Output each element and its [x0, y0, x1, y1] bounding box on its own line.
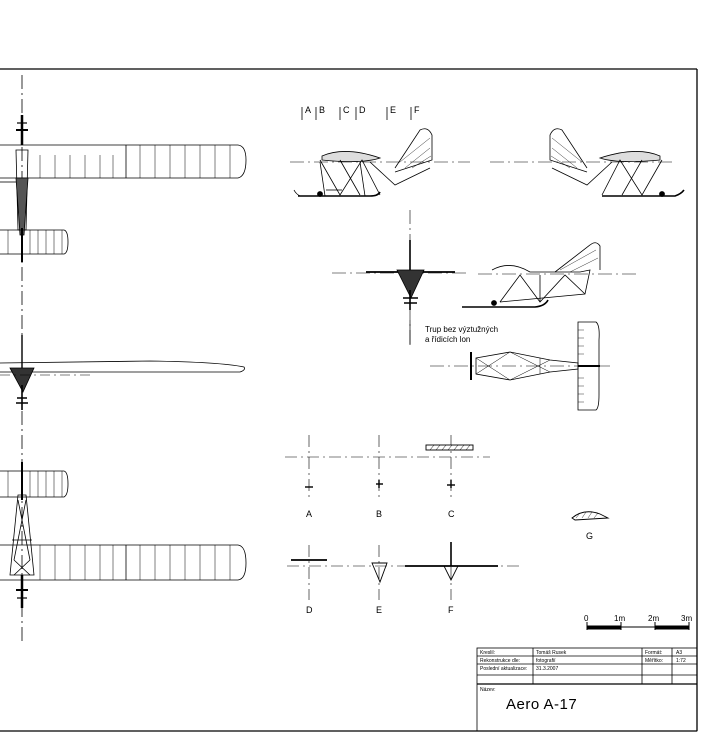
section-label-g: G	[586, 531, 594, 541]
scale-bar	[586, 622, 690, 630]
note-line-1: Trup bez výztužných	[425, 325, 499, 334]
fuselage-side-view	[462, 242, 640, 308]
note-line-2: a řídicích lon	[425, 335, 471, 344]
side-view-right-facing	[490, 128, 685, 197]
tb-drew-value: Tomáš Rusek	[536, 650, 567, 656]
section-label-e: E	[376, 605, 383, 615]
front-view-left	[0, 335, 245, 410]
section-mark-f: F	[414, 105, 420, 115]
scale-tick-2m: 2m	[648, 614, 660, 623]
sheet-border	[0, 68, 698, 732]
tb-scale-value: 1:72	[676, 658, 686, 664]
tb-format-label: Formát:	[645, 650, 663, 656]
section-shapes	[291, 444, 610, 584]
tb-updated-value: 31.3.2007	[536, 666, 559, 672]
title-block-grid	[476, 647, 698, 732]
section-mark-e: E	[390, 105, 397, 115]
drawing-title: Aero A-17	[506, 696, 578, 713]
section-label-a: A	[306, 509, 313, 519]
section-label-b: B	[376, 509, 383, 519]
bottom-view-lower	[0, 462, 247, 608]
section-label-c: C	[448, 509, 455, 519]
tb-drew-label: Kreslil:	[480, 650, 496, 656]
scale-tick-1m: 1m	[614, 614, 626, 623]
fuselage-top-view	[430, 321, 610, 411]
tb-format-value: A3	[676, 650, 683, 656]
tb-reconstruction-label: Rekonstrukce dle:	[480, 658, 521, 664]
front-view-center	[332, 210, 470, 345]
section-mark-d: D	[359, 105, 366, 115]
top-view-upper	[0, 115, 247, 262]
section-mark-b: B	[319, 105, 326, 115]
scale-tick-0: 0	[584, 614, 589, 623]
section-markers	[301, 107, 412, 120]
section-label-d: D	[306, 605, 313, 615]
section-mark-c: C	[343, 105, 350, 115]
tb-updated-label: Poslední aktualizace:	[480, 666, 528, 672]
section-axes	[285, 435, 520, 600]
section-mark-a: A	[305, 105, 312, 115]
scale-tick-3m: 3m	[681, 614, 693, 623]
tb-reconstruction-value: fotografií	[536, 658, 556, 664]
tb-name-label: Název:	[480, 687, 496, 693]
tb-scale-label: Měřítko:	[645, 658, 664, 664]
section-label-f: F	[448, 605, 454, 615]
side-view-left-facing	[290, 128, 470, 197]
